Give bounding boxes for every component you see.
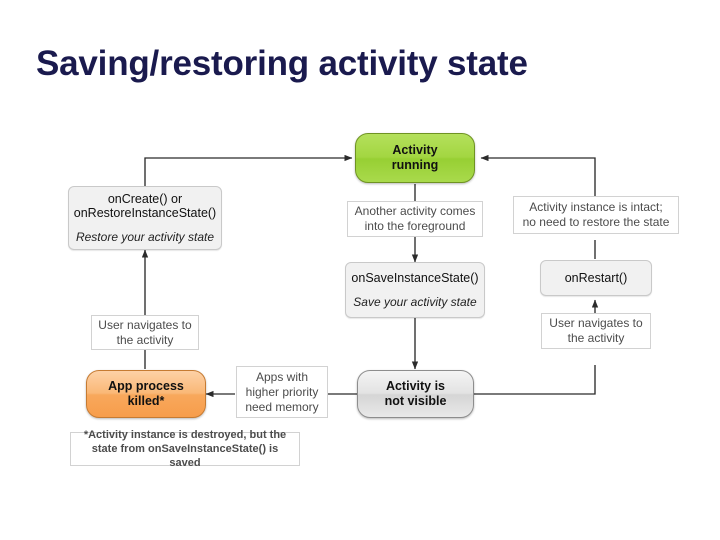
callback-on-save-instance-state[interactable]: onSaveInstanceState() Save your activity… [345, 262, 485, 318]
edge-label-memory-line1: Apps with [255, 369, 309, 384]
edge-label-foreground-line2: into the foreground [364, 219, 466, 233]
edge-label-apps-need-memory: Apps with higher priority need memory [236, 366, 328, 418]
edge-label-apps-need-memory-text: Apps with higher priority need memory [245, 370, 318, 415]
state-activity-running-label: Activity running [392, 143, 439, 173]
edge-label-user-navigates-right: User navigates to the activity [541, 313, 651, 349]
edge-label-memory-line3: need memory [245, 399, 319, 414]
state-app-process-killed-line2: killed* [127, 394, 165, 408]
edge-label-memory-line2: higher priority [245, 384, 319, 399]
edge-not-visible-to-right-rail [474, 365, 596, 395]
edge-label-user-navigates-left-text: User navigates to the activity [98, 318, 191, 348]
callback-on-create-restore-line2: onRestoreInstanceState() [73, 206, 217, 221]
callback-on-create-restore-main: onCreate() or onRestoreInstanceState() [74, 192, 216, 222]
diagram-footnote-text: *Activity instance is destroyed, but the… [76, 428, 294, 471]
state-app-process-killed[interactable]: App process killed* [86, 370, 206, 418]
edge-oncreate-to-running [144, 154, 353, 186]
state-activity-running[interactable]: Activity running [355, 133, 475, 183]
callback-on-restart[interactable]: onRestart() [540, 260, 652, 296]
edge-label-navigate-left-line2: the activity [116, 332, 174, 347]
callback-on-save-instance-state-main: onSaveInstanceState() [351, 271, 479, 286]
edge-label-foreground-line1: Another activity comes [354, 204, 476, 218]
callback-on-restart-main: onRestart() [564, 270, 628, 285]
callback-on-save-instance-state-sub: Save your activity state [353, 294, 477, 309]
diagram-footnote-line1: *Activity instance is destroyed, but the [83, 428, 287, 441]
state-activity-running-line1: Activity [392, 143, 438, 158]
state-activity-running-line2: running [391, 158, 439, 172]
edge-label-intact-line1: Activity instance is intact; [529, 200, 663, 214]
edge-label-user-navigates-right-text: User navigates to the activity [549, 316, 642, 346]
edge-intact-label-to-running [480, 154, 596, 196]
state-activity-not-visible-label: Activity is not visible [385, 379, 447, 409]
state-activity-not-visible-line2: not visible [384, 394, 447, 408]
edge-label-another-activity-foreground-text: Another activity comes into the foregrou… [355, 204, 476, 234]
state-activity-not-visible[interactable]: Activity is not visible [357, 370, 474, 418]
diagram-footnote-line2: state from onSaveInstanceState() is save… [91, 442, 279, 470]
state-activity-not-visible-line1: Activity is [385, 379, 446, 394]
diagram-footnote: *Activity instance is destroyed, but the… [70, 429, 300, 469]
callback-on-create-restore-sub: Restore your activity state [75, 230, 215, 245]
edge-label-another-activity-foreground: Another activity comes into the foregrou… [347, 201, 483, 237]
page-title: Saving/restoring activity state [36, 44, 528, 83]
edge-label-intact-line2: no need to restore the state [522, 215, 670, 229]
edge-label-navigate-left-line1: User navigates to [98, 317, 192, 332]
edge-label-navigate-right-line1: User navigates to [549, 316, 643, 330]
callback-on-create-restore-line1: onCreate() or [107, 191, 183, 206]
edge-label-instance-intact: Activity instance is intact; no need to … [513, 196, 679, 234]
edge-label-user-navigates-left: User navigates to the activity [91, 315, 199, 350]
edge-label-instance-intact-text: Activity instance is intact; no need to … [523, 200, 670, 230]
edge-label-navigate-right-line2: the activity [567, 331, 625, 345]
callback-on-create-restore[interactable]: onCreate() or onRestoreInstanceState() R… [68, 186, 222, 250]
state-app-process-killed-line1: App process [108, 379, 184, 394]
state-app-process-killed-label: App process killed* [108, 379, 184, 409]
